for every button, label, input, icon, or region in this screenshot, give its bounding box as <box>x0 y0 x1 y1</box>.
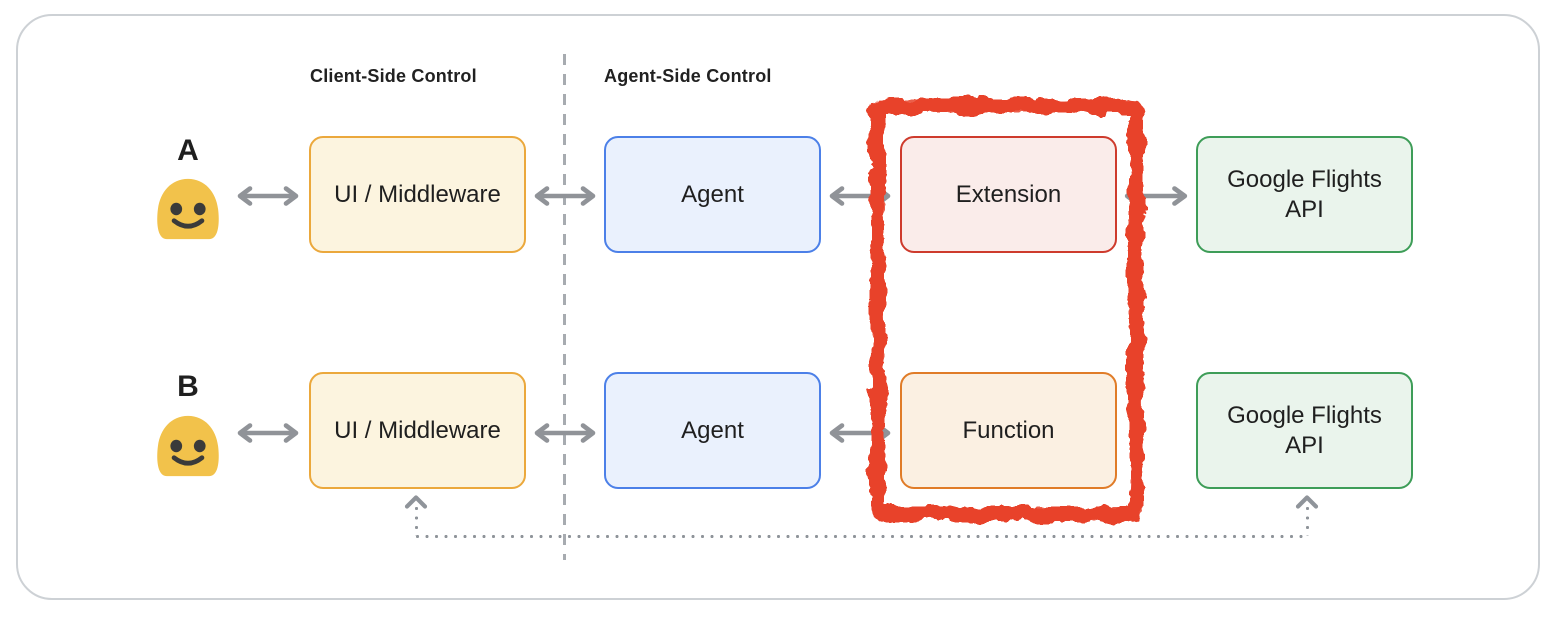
red-scribble-highlight-box <box>870 98 1144 522</box>
box-ui-middleware-b: UI / Middleware <box>309 372 526 489</box>
section-divider-dashed-line <box>563 54 566 560</box>
arrow-ui-agent-b <box>530 422 600 444</box>
box-agent-b: Agent <box>604 372 821 489</box>
box-google-flights-api-a: Google Flights API <box>1196 136 1413 253</box>
arrow-ui-agent-a <box>530 185 600 207</box>
box-google-flights-api-b: Google Flights API <box>1196 372 1413 489</box>
bypass-dotted-line-left-vertical <box>415 507 418 536</box>
arrow-user-ui-b <box>233 422 303 444</box>
box-label: UI / Middleware <box>334 180 501 208</box>
box-label: Google Flights API <box>1227 166 1382 223</box>
box-agent-a: Agent <box>604 136 821 253</box>
box-label: Google Flights API <box>1227 402 1382 459</box>
bypass-dotted-line-right-vertical <box>1306 507 1309 536</box>
outer-frame <box>16 14 1540 600</box>
user-b-smiley-face-icon <box>151 413 225 479</box>
agent-side-control-label: Agent-Side Control <box>604 66 772 86</box>
box-label: Agent <box>681 416 744 444</box>
client-side-control-label: Client-Side Control <box>310 66 477 86</box>
arrow-user-ui-a <box>233 185 303 207</box>
box-extension: Extension <box>900 136 1117 253</box>
row-b-label: B <box>177 370 199 403</box>
box-label: UI / Middleware <box>334 416 501 444</box>
box-function: Function <box>900 372 1117 489</box>
bypass-up-arrowhead-left-icon <box>403 494 429 509</box>
box-label: Function <box>962 416 1055 444</box>
box-ui-middleware-a: UI / Middleware <box>309 136 526 253</box>
user-a-smiley-face-icon <box>151 176 225 242</box>
box-label: Agent <box>681 180 744 208</box>
box-label: Extension <box>955 180 1062 208</box>
bypass-dotted-line-horizontal <box>416 535 1309 538</box>
bypass-up-arrowhead-right-icon <box>1294 494 1320 509</box>
row-a-label: A <box>177 134 199 167</box>
